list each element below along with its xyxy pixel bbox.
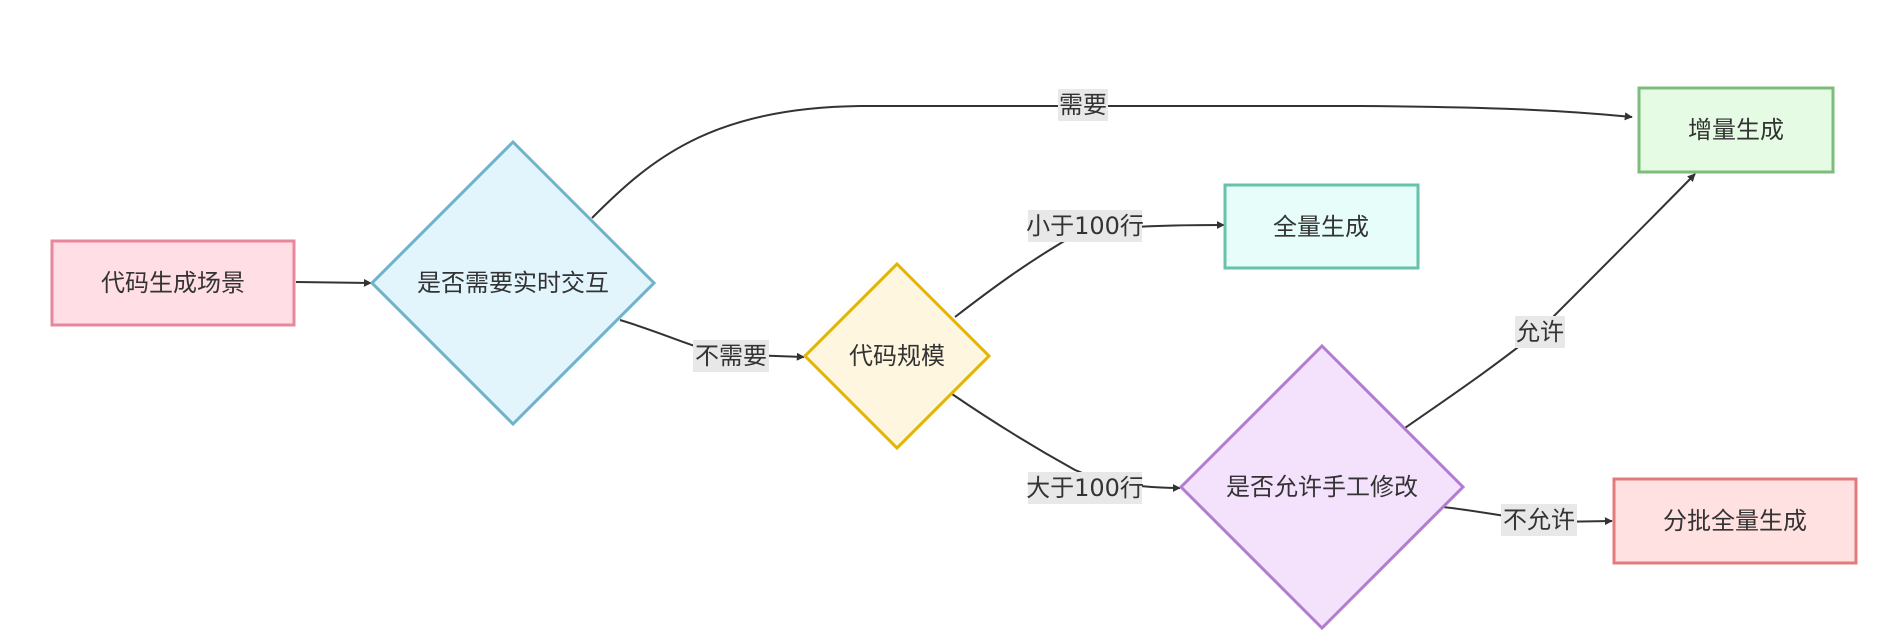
node-q-manual: 是否允许手工修改 bbox=[1178, 343, 1466, 631]
edge-label-under-100: 小于100行 bbox=[1026, 212, 1144, 240]
edge-size-to-manual bbox=[951, 393, 1181, 492]
node-incremental: 增量生成 bbox=[1637, 86, 1835, 174]
node-batch-full-label: 分批全量生成 bbox=[1663, 507, 1807, 535]
edge-interactive-to-incremental bbox=[591, 105, 1633, 219]
edge-label-over-100: 大于100行 bbox=[1026, 474, 1144, 502]
node-incremental-shape bbox=[1637, 86, 1835, 174]
node-batch-full: 分批全量生成 bbox=[1612, 477, 1858, 565]
node-q-interactive-shape bbox=[369, 139, 657, 427]
edge-label-allowed: 允许 bbox=[1516, 318, 1564, 346]
node-start-label: 代码生成场景 bbox=[101, 269, 245, 297]
edge-label-needs: 需要 bbox=[1059, 91, 1107, 119]
node-q-size-label: 代码规模 bbox=[849, 342, 945, 370]
edge-label-not-allowed: 不允许 bbox=[1503, 506, 1575, 534]
node-start: 代码生成场景 bbox=[50, 239, 296, 327]
nodes: 代码生成场景 是否需要实时交互 代码规模 是否允许手工修改 增量生成 全量生成 bbox=[50, 86, 1858, 631]
node-full-label: 全量生成 bbox=[1273, 213, 1369, 241]
node-q-manual-shape bbox=[1178, 343, 1466, 631]
node-q-manual-label: 是否允许手工修改 bbox=[1226, 473, 1418, 501]
edge-label-not-needed: 不需要 bbox=[695, 342, 767, 370]
node-start-shape bbox=[50, 239, 296, 327]
node-q-size: 代码规模 bbox=[802, 261, 992, 451]
node-q-interactive: 是否需要实时交互 bbox=[369, 139, 657, 427]
node-full: 全量生成 bbox=[1223, 183, 1420, 270]
node-incremental-label: 增量生成 bbox=[1688, 116, 1784, 144]
edge-manual-to-incremental bbox=[1404, 173, 1696, 429]
edge-start-to-interactive bbox=[295, 278, 372, 287]
node-q-size-shape bbox=[802, 261, 992, 451]
node-full-shape bbox=[1223, 183, 1420, 270]
edge-labels: 需要 不需要 小于100行 大于100行 允许 不允许 bbox=[693, 89, 1577, 536]
node-batch-full-shape bbox=[1612, 477, 1858, 565]
node-q-interactive-label: 是否需要实时交互 bbox=[417, 269, 609, 297]
